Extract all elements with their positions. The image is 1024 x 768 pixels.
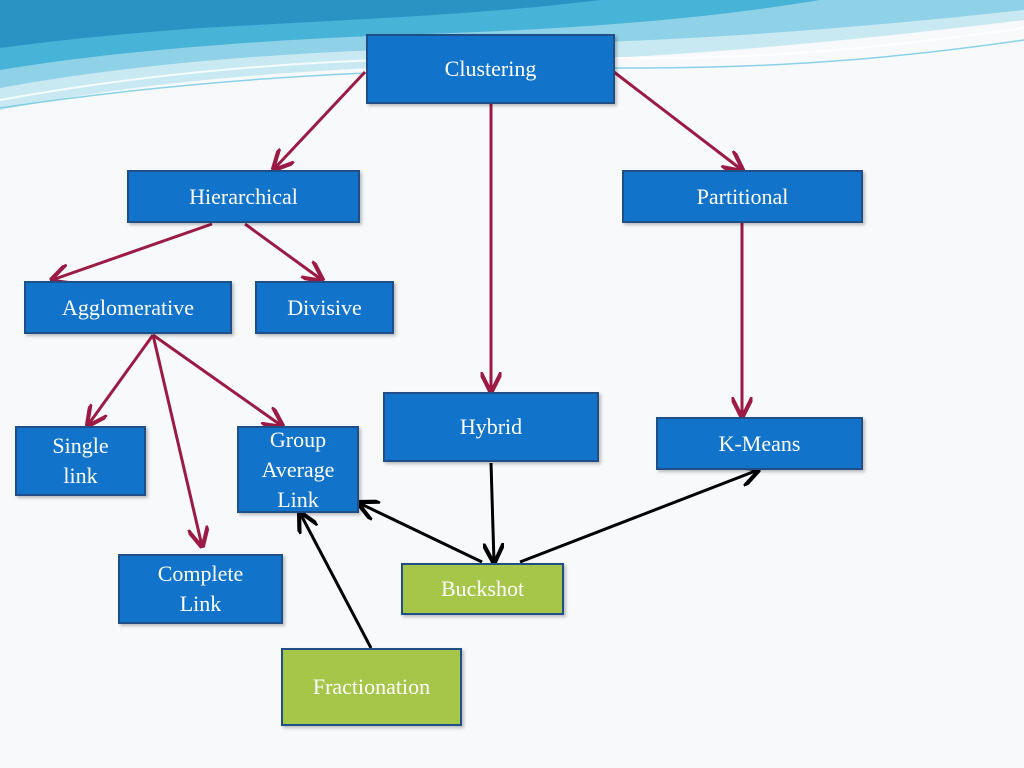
edge-agglomerative-single-link	[88, 334, 155, 425]
node-clustering-label: Clustering	[444, 56, 537, 81]
node-single-link: Single link	[15, 426, 146, 496]
edge-hybrid-buckshot	[491, 462, 494, 562]
node-fractionation: Fractionation	[281, 648, 462, 726]
node-complete-link: Complete Link	[118, 554, 283, 624]
edge-agglomerative-group-average-link	[152, 333, 282, 426]
edge-buckshot-kmeans	[519, 470, 758, 564]
node-complete-link-line-2: Link	[179, 591, 222, 616]
node-hierarchical: Hierarchical	[127, 170, 360, 223]
node-group-average-link-line-3: Link	[277, 486, 319, 512]
node-single-link-line-2: link	[63, 463, 98, 488]
node-kmeans: K-Means	[656, 417, 863, 470]
edge-buckshot-group-average-link	[359, 503, 483, 564]
edge-fractionation-group-average-link	[300, 513, 373, 649]
node-group-average-link: Group Average Link	[237, 426, 359, 513]
node-partitional-label: Partitional	[696, 183, 789, 209]
node-complete-link-line-1: Complete	[157, 561, 244, 586]
node-hierarchical-label: Hierarchical	[189, 183, 298, 209]
edge-clustering-partitional	[613, 70, 742, 170]
edge-hierarchical-agglomerative	[52, 222, 213, 280]
node-divisive-label: Divisive	[287, 294, 362, 320]
node-group-average-link-line-2: Average	[261, 456, 335, 482]
node-hybrid: Hybrid	[383, 392, 599, 462]
edge-agglomerative-complete-link	[151, 334, 202, 546]
node-group-average-link-line-1: Group	[269, 426, 327, 452]
node-agglomerative: Agglomerative	[24, 281, 232, 334]
node-divisive: Divisive	[255, 281, 394, 334]
node-single-link-line-1: Single	[52, 433, 109, 458]
edge-clustering-hierarchical	[274, 70, 367, 169]
node-partitional: Partitional	[622, 170, 863, 223]
node-fractionation-label: Fractionation	[312, 674, 431, 699]
node-buckshot: Buckshot	[401, 563, 564, 615]
node-kmeans-label: K-Means	[718, 430, 801, 456]
node-agglomerative-label: Agglomerative	[62, 294, 194, 320]
node-buckshot-label: Buckshot	[440, 576, 525, 601]
edge-hierarchical-divisive	[244, 222, 322, 280]
node-clustering: Clustering	[366, 34, 615, 104]
node-hybrid-label: Hybrid	[459, 414, 523, 439]
